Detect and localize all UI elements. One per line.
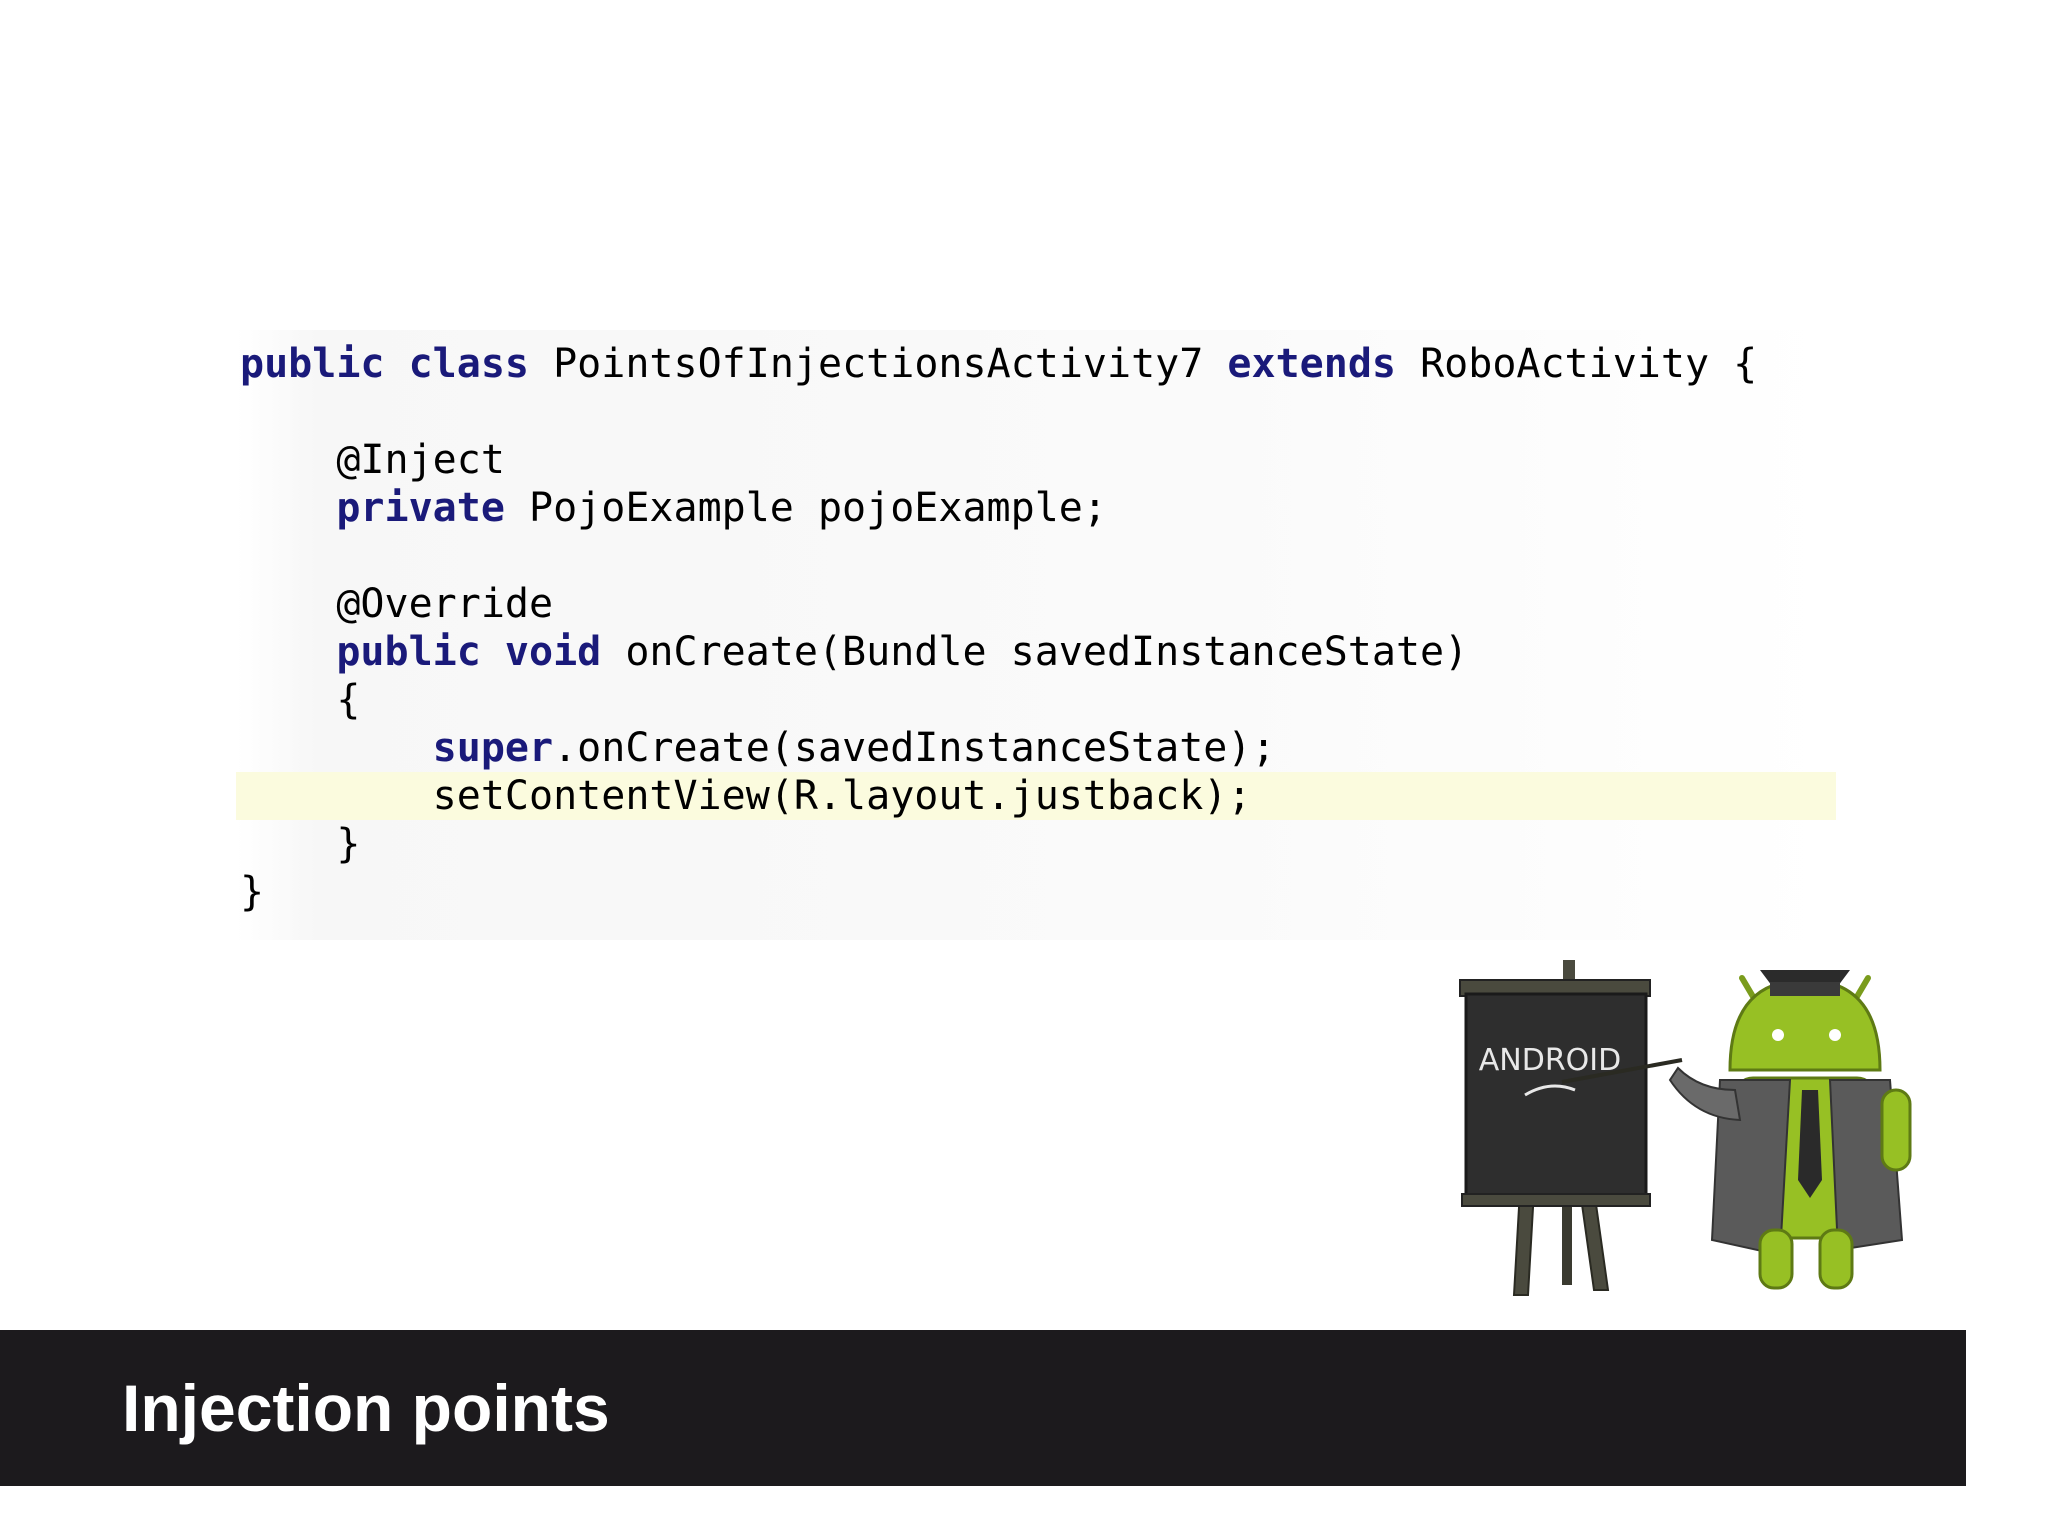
code-text: PojoExample pojoExample; xyxy=(504,485,1107,531)
leg-left xyxy=(1758,1228,1794,1290)
title-bar: Injection points xyxy=(0,1330,1966,1486)
cap-band xyxy=(1770,982,1840,996)
easel-leg-back xyxy=(1562,1190,1572,1285)
code-text: PointsOfInjectionsActivity7 xyxy=(529,341,1228,387)
leg-right xyxy=(1818,1228,1854,1290)
code-block: public class PointsOfInjectionsActivity7… xyxy=(236,330,1836,940)
chalkboard-bottom-rail xyxy=(1461,1193,1651,1207)
android-robot xyxy=(1668,970,1912,1290)
keyword: super xyxy=(432,725,554,771)
necktie xyxy=(1798,1090,1822,1198)
eye-left xyxy=(1772,1029,1784,1041)
android-teacher-illustration: ANDROID xyxy=(1459,960,1912,1296)
code-line-12: } xyxy=(240,869,265,915)
code-line-10-highlighted: setContentView(R.layout.justback); xyxy=(236,772,1836,820)
indent xyxy=(240,629,336,675)
code-line-9: super.onCreate(savedInstanceState); xyxy=(236,724,1276,772)
indent xyxy=(240,725,433,771)
code-line-1: public class PointsOfInjectionsActivity7… xyxy=(236,340,1757,388)
keyword: extends xyxy=(1227,341,1396,387)
code-line-8: { xyxy=(240,677,361,723)
code-line-6: @Override xyxy=(240,581,554,627)
keyword: private xyxy=(336,485,505,531)
code-line-3: @Inject xyxy=(240,437,505,483)
code-line-11: } xyxy=(240,821,361,867)
board-text: ANDROID xyxy=(1479,1043,1621,1078)
code-text: .onCreate(savedInstanceState); xyxy=(553,725,1276,771)
keyword: class xyxy=(408,341,530,387)
chalkboard-surface xyxy=(1464,992,1648,1198)
code-text: onCreate(Bundle savedInstanceState) xyxy=(601,629,1469,675)
code-line-4: private PojoExample pojoExample; xyxy=(236,484,1107,532)
arm-pointing xyxy=(1668,1066,1742,1122)
code-text: RoboActivity { xyxy=(1395,341,1758,387)
slide-title: Injection points xyxy=(122,1371,610,1445)
code-line-7: public void onCreate(Bundle savedInstanc… xyxy=(236,628,1468,676)
arm-right xyxy=(1880,1088,1912,1172)
keyword: public void xyxy=(336,629,602,675)
keyword: public xyxy=(240,341,385,387)
chalk-smile xyxy=(1524,1084,1576,1097)
chalkboard: ANDROID xyxy=(1459,979,1651,1207)
pointer-stick xyxy=(1561,1058,1683,1084)
indent xyxy=(240,485,336,531)
eye-right xyxy=(1829,1029,1841,1041)
